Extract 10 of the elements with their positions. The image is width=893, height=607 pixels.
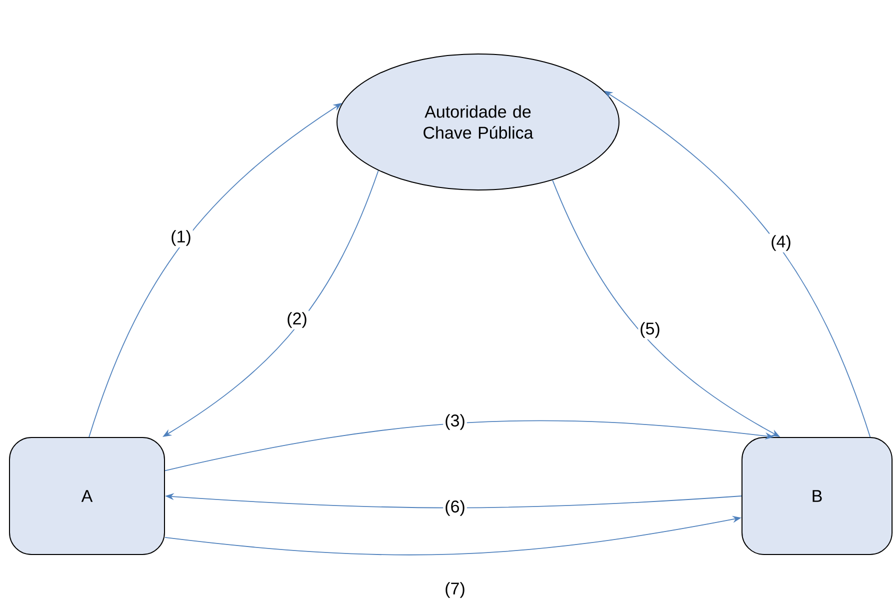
- edge-label: (7): [443, 580, 467, 600]
- edge-label: (4): [769, 234, 793, 252]
- edge-label: (5): [638, 320, 662, 340]
- edge-label: (1): [169, 228, 193, 248]
- edge-label: (3): [443, 412, 467, 432]
- rounded-box: B: [742, 437, 893, 555]
- edge-label: (2): [285, 310, 309, 330]
- ellipse-node: Autoridade de Chave Pública: [336, 54, 620, 190]
- edge-label: (6): [443, 498, 467, 518]
- rounded-box: A: [9, 437, 165, 555]
